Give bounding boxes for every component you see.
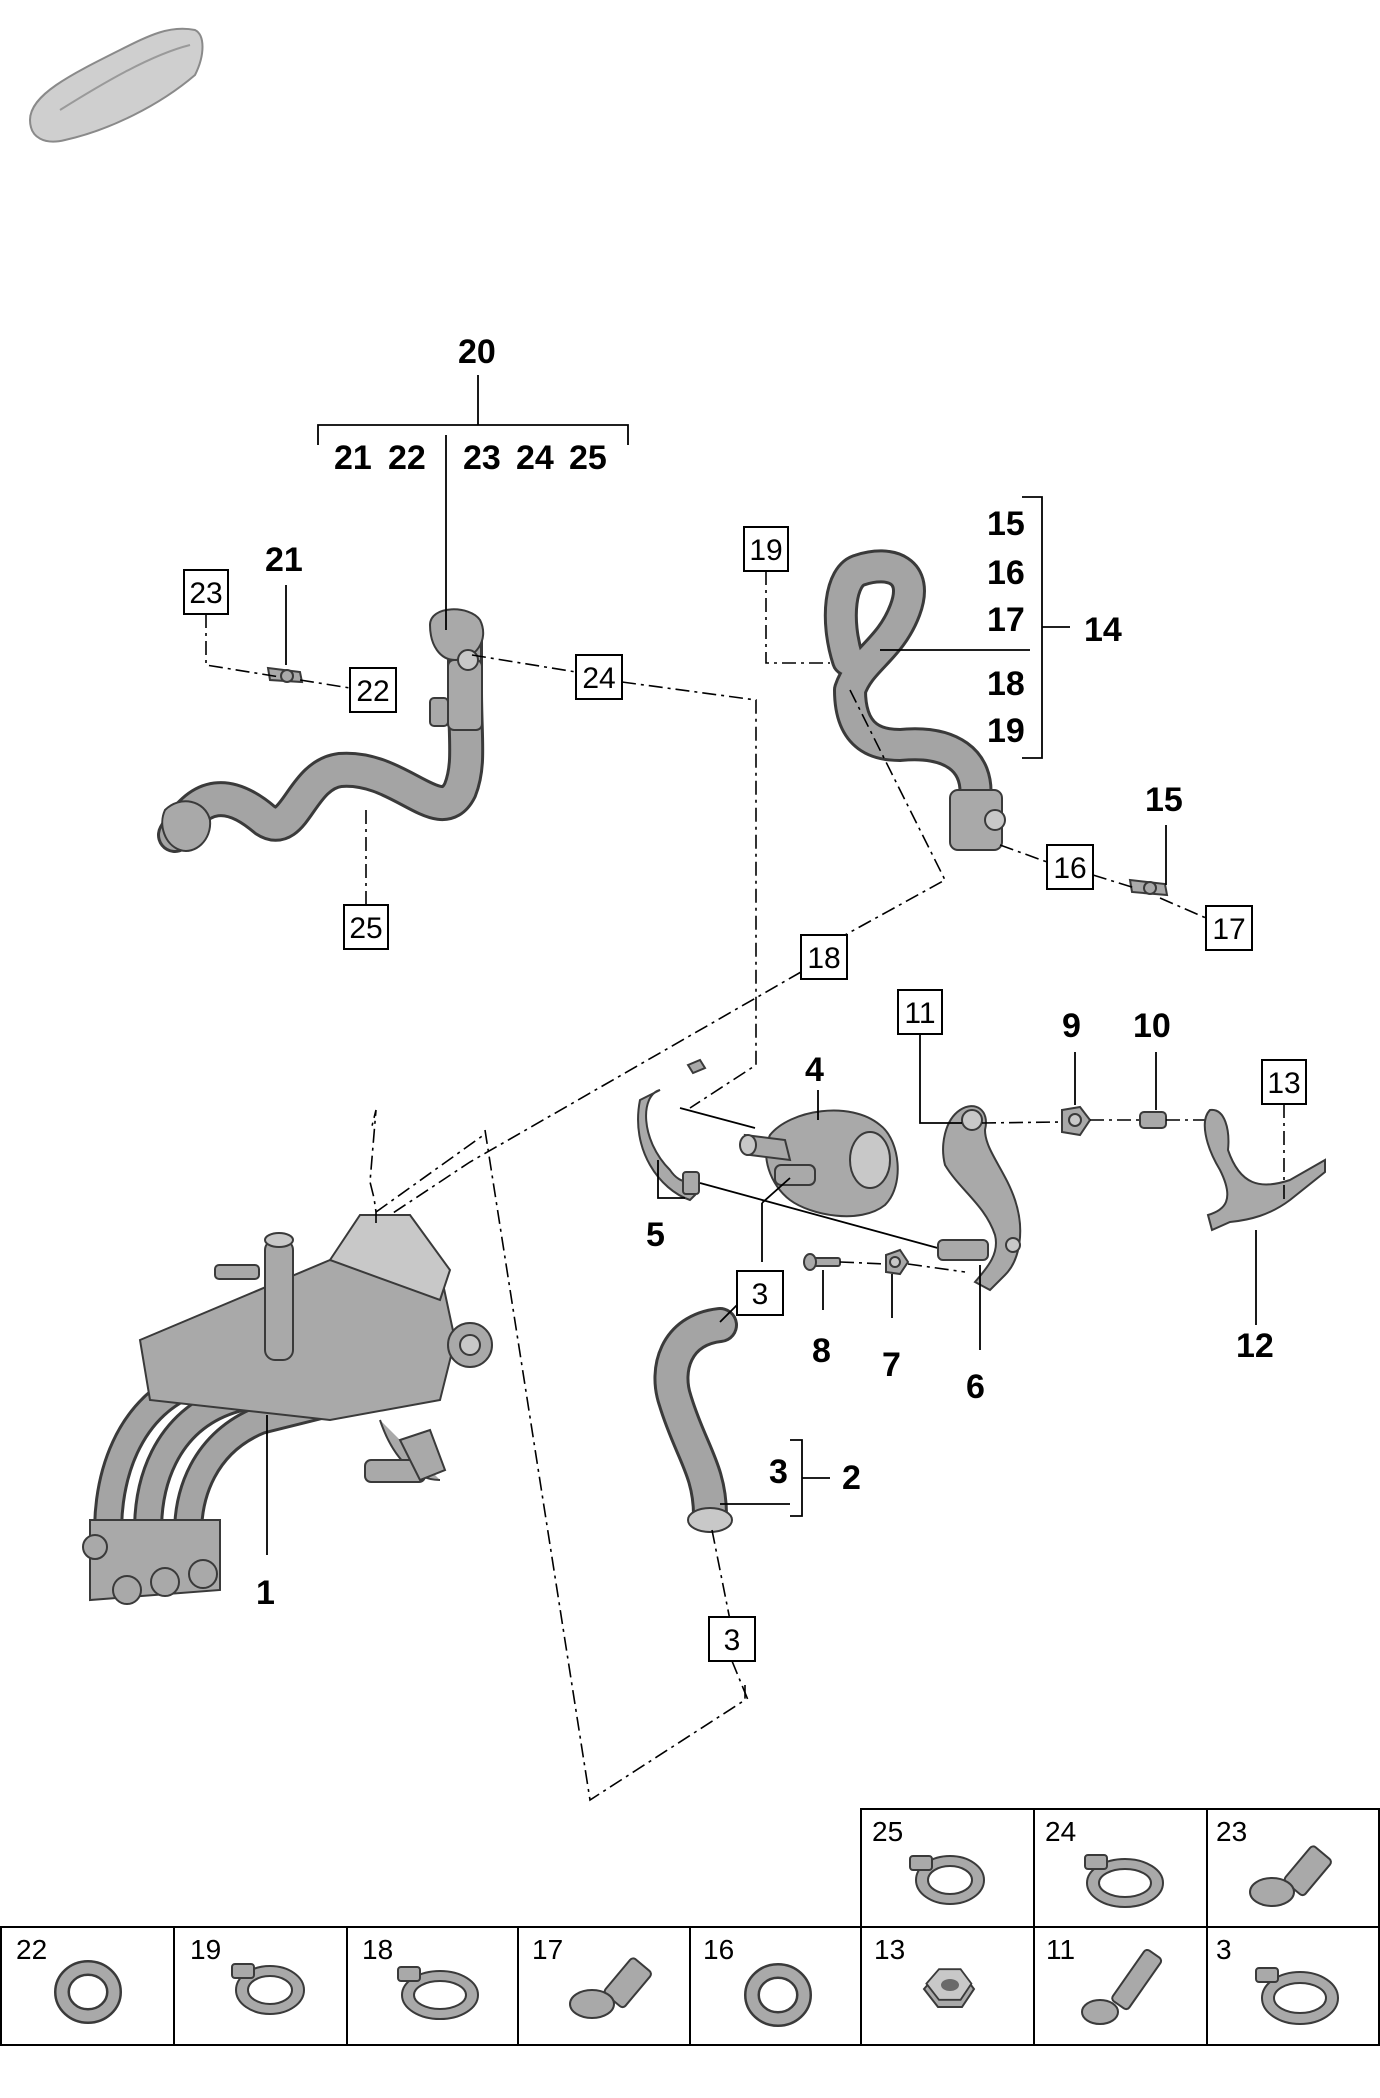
svg-text:23: 23 [189, 577, 222, 610]
callout-box-11: 11 [897, 989, 943, 1035]
label-14: 14 [1084, 611, 1122, 649]
svg-text:3: 3 [724, 1624, 741, 1657]
label-7: 7 [882, 1346, 901, 1384]
callout-box-25: 25 [343, 904, 389, 950]
legend-19-label: 19 [190, 1934, 221, 1965]
label-1: 1 [256, 1574, 275, 1612]
label-16-group: 16 [987, 554, 1025, 592]
svg-text:3: 3 [752, 1278, 769, 1311]
legend-16-label: 16 [703, 1934, 734, 1965]
part-3-coolant-hose [653, 1307, 738, 1533]
legend-13-label: 13 [874, 1934, 905, 1965]
group-14-hose-assembly [823, 549, 1169, 897]
hose-clamp-icon [231, 1963, 305, 2015]
car-silhouette-icon [28, 27, 204, 143]
label-9: 9 [1062, 1007, 1081, 1045]
bolt-icon [1249, 1845, 1332, 1907]
callout-box-22: 22 [349, 667, 397, 713]
label-17-group: 17 [987, 601, 1025, 639]
bracket-14 [880, 496, 1070, 759]
callout-box-16: 16 [1046, 844, 1094, 890]
callout-box-3-lower: 3 [708, 1616, 756, 1662]
callout-box-19: 19 [743, 526, 789, 572]
svg-text:18: 18 [807, 942, 840, 975]
legend-11-label: 11 [1046, 1934, 1075, 1965]
callout-box-13: 13 [1261, 1059, 1307, 1105]
callout-box-18: 18 [800, 934, 848, 980]
label-12: 12 [1236, 1327, 1274, 1365]
label-4: 4 [805, 1051, 824, 1089]
callout-box-23: 23 [183, 569, 229, 615]
part-6-mounting-bracket [937, 1105, 1022, 1292]
o-ring-icon [744, 1963, 812, 2027]
svg-text:22: 22 [356, 675, 389, 708]
label-15: 15 [1145, 781, 1183, 819]
svg-text:13: 13 [1267, 1067, 1300, 1100]
part-12-support-bracket [1203, 1108, 1326, 1232]
part-5-pump-strap [637, 1058, 707, 1202]
label-21-group: 21 [334, 439, 372, 477]
label-8: 8 [812, 1332, 831, 1370]
label-22-group: 22 [388, 439, 426, 477]
label-10: 10 [1133, 1007, 1171, 1045]
parts-legend: 25 24 23 22 19 18 17 16 13 11 3 [0, 1808, 1380, 2046]
label-23-group: 23 [463, 439, 501, 477]
part-8-bolt [803, 1253, 841, 1271]
hex-nut-icon [922, 1968, 976, 2008]
hose-clamp-icon [397, 1966, 479, 2020]
label-18-group: 18 [987, 665, 1025, 703]
part-9-grommet [1061, 1105, 1092, 1137]
svg-text:24: 24 [582, 662, 615, 695]
callout-box-3-upper: 3 [736, 1270, 784, 1316]
part-10-spacer [1139, 1111, 1167, 1129]
label-19-group: 19 [987, 712, 1025, 750]
svg-text:25: 25 [349, 912, 382, 945]
part-1-coolant-manifold [82, 1214, 493, 1605]
hose-clamp-icon [909, 1855, 985, 1905]
label-6: 6 [966, 1368, 985, 1406]
label-3: 3 [769, 1453, 788, 1491]
o-ring-icon [54, 1960, 122, 2024]
label-21: 21 [265, 541, 303, 579]
svg-text:19: 19 [749, 534, 782, 567]
bracket-20 [317, 375, 629, 630]
legend-3-label: 3 [1216, 1934, 1232, 1965]
svg-text:16: 16 [1053, 852, 1086, 885]
bolt-icon [569, 1957, 652, 2019]
svg-text:17: 17 [1212, 913, 1245, 946]
part-4-water-pump [739, 1109, 899, 1218]
label-5: 5 [646, 1216, 665, 1254]
label-2: 2 [842, 1459, 861, 1497]
legend-18-label: 18 [362, 1934, 393, 1965]
part-7-nut [885, 1248, 910, 1276]
callout-box-17: 17 [1205, 905, 1253, 951]
hose-clamp-icon [1255, 1967, 1339, 2025]
label-25-group: 25 [569, 439, 607, 477]
label-15-group: 15 [987, 505, 1025, 543]
hose-clamp-icon [1084, 1854, 1164, 1908]
legend-22-label: 22 [16, 1934, 47, 1965]
label-20: 20 [458, 333, 496, 371]
legend-23-label: 23 [1216, 1816, 1247, 1847]
long-bolt-icon [1081, 1948, 1163, 2025]
group-20-hose-assembly [157, 608, 485, 853]
legend-17-label: 17 [532, 1934, 563, 1965]
legend-25-label: 25 [872, 1816, 903, 1847]
svg-text:11: 11 [904, 997, 935, 1030]
label-24-group: 24 [516, 439, 554, 477]
legend-24-label: 24 [1045, 1816, 1076, 1847]
callout-box-24: 24 [575, 654, 623, 700]
